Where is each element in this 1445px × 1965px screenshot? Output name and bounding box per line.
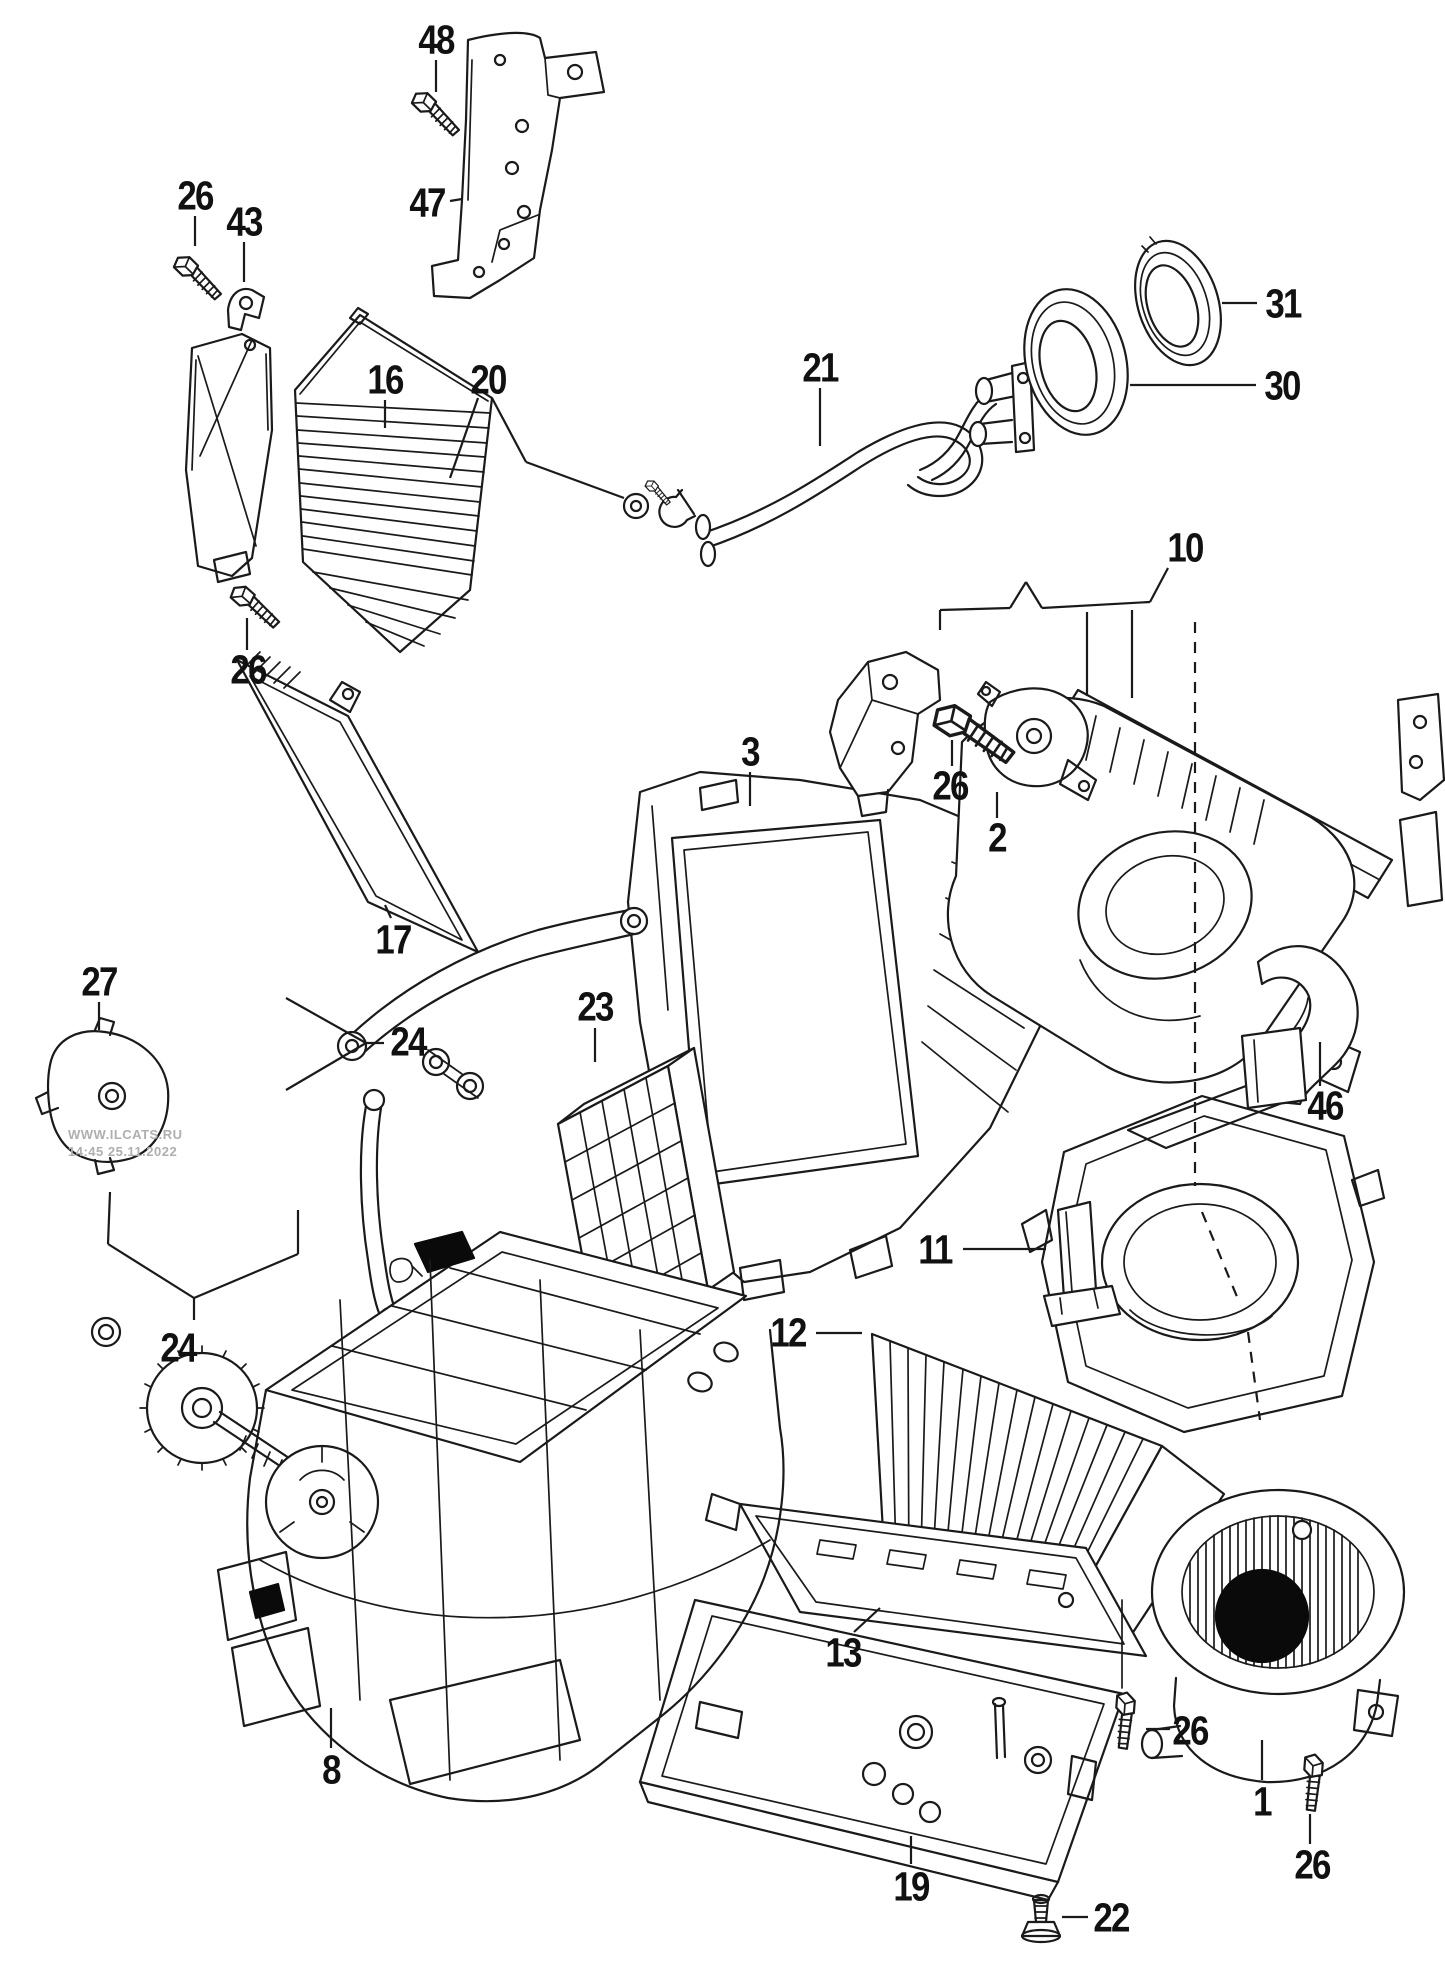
callout-22[interactable]: 22 — [1093, 1894, 1130, 1941]
part-43-clip-bracket — [184, 287, 274, 584]
watermark-line2: 14:45 25.11.2022 — [68, 1143, 178, 1159]
callout-19[interactable]: 19 — [893, 1863, 930, 1910]
callout-20[interactable]: 20 — [470, 356, 507, 403]
callout-13[interactable]: 13 — [825, 1629, 862, 1676]
callout-46[interactable]: 46 — [1307, 1082, 1344, 1129]
edge-fragment-right — [1396, 692, 1445, 908]
callout-26-3[interactable]: 26 — [230, 646, 267, 693]
callout-27[interactable]: 27 — [81, 958, 118, 1005]
part-19-bracket-tray — [638, 1598, 1126, 1902]
callout-11[interactable]: 11 — [918, 1226, 953, 1273]
callout-31[interactable]: 31 — [1265, 280, 1302, 327]
callout-30[interactable]: 30 — [1264, 362, 1301, 409]
part-17-condenser-panel — [235, 651, 480, 954]
part-47-bracket — [430, 31, 606, 300]
part-27-actuator — [34, 1016, 170, 1176]
callout-26-4[interactable]: 26 — [1172, 1707, 1209, 1754]
callout-12[interactable]: 12 — [770, 1309, 807, 1356]
callout-26-2[interactable]: 26 — [932, 762, 969, 809]
part-8-distribution-housing — [216, 1230, 785, 1803]
callout-16[interactable]: 16 — [367, 356, 404, 403]
blower-hub-highlight — [1214, 1568, 1310, 1664]
part-10-blower-housing-upper — [946, 688, 1394, 1094]
callout-26-5[interactable]: 26 — [1294, 1841, 1331, 1888]
part-10-mounting-bracket — [828, 650, 942, 818]
callout-21[interactable]: 21 — [802, 344, 839, 391]
screw-48-icon — [407, 86, 467, 138]
callout-2[interactable]: 2 — [988, 814, 1007, 861]
part-30-grommet — [1023, 288, 1129, 436]
callout-8[interactable]: 8 — [322, 1746, 341, 1793]
callout-47[interactable]: 47 — [409, 179, 446, 226]
part-46-air-duct — [1240, 945, 1359, 1110]
screw-26-tray-icon — [1112, 1690, 1140, 1751]
callout-43[interactable]: 43 — [226, 198, 263, 245]
screw-26-topleft-icon — [169, 250, 229, 302]
part-20-clamps — [622, 488, 697, 528]
bolt-22-icon — [1020, 1893, 1062, 1944]
callout-3[interactable]: 3 — [741, 728, 760, 775]
callout-17[interactable]: 17 — [375, 916, 412, 963]
callout-24-2[interactable]: 24 — [160, 1324, 197, 1371]
screw-26-blower-icon — [1300, 1752, 1328, 1813]
part-21-heater-hose — [694, 360, 1036, 568]
watermark-line1: WWW.ILCATS.RU — [68, 1127, 183, 1142]
part-1-blower-motor — [1140, 1488, 1406, 1784]
callout-48[interactable]: 48 — [418, 16, 455, 63]
part-11-flap — [1042, 1200, 1122, 1328]
callout-24-1[interactable]: 24 — [390, 1018, 427, 1065]
callout-10[interactable]: 10 — [1167, 524, 1204, 571]
screw-26-left-icon — [226, 580, 287, 630]
part-31-grommet — [1134, 236, 1222, 367]
watermark: WWW.ILCATS.RU 14:45 25.11.2022 — [68, 1127, 183, 1161]
callout-1[interactable]: 1 — [1253, 1778, 1272, 1825]
callout-26-1[interactable]: 26 — [177, 172, 214, 219]
part-16-evaporator — [293, 306, 494, 654]
part-13-mounting-plate — [704, 1492, 1148, 1689]
callout-23[interactable]: 23 — [577, 983, 614, 1030]
part-24-linkage-group — [90, 1088, 423, 1560]
